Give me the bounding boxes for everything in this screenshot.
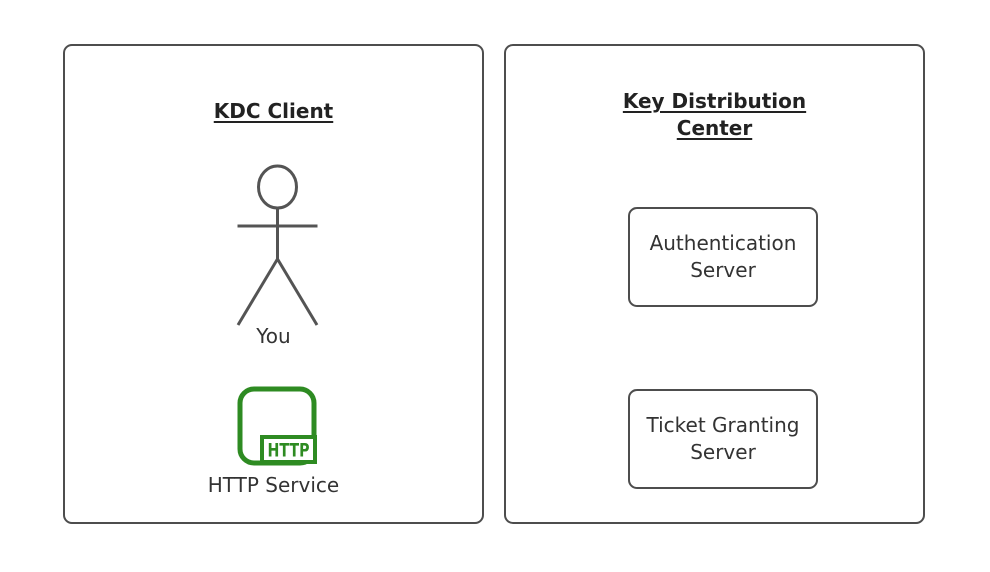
actor-label: You [256,324,291,348]
actor-head [257,164,298,210]
ticket-granting-server-label: Ticket Granting Server [646,413,800,464]
http-badge [260,435,317,464]
kdc-client-title: KDC Client [213,99,334,123]
key-distribution-center-panel: Key Distribution Center Authentication S… [504,44,925,524]
ticket-granting-server-node: Ticket Granting Server [628,389,818,489]
http-badge-text: HTTP [268,440,310,462]
key-distribution-center-title: Key Distribution Center [622,89,807,140]
kdc-client-panel: KDC Client You HTTP HTTP Service [63,44,484,524]
http-service-label: HTTP Service [207,473,340,497]
actor-right-leg [276,258,319,326]
authentication-server-label: Authentication Server [649,231,797,282]
actor-left-leg [236,258,279,326]
actor-icon [236,164,319,326]
authentication-server-node: Authentication Server [628,207,818,307]
http-service-icon: HTTP [237,386,317,466]
